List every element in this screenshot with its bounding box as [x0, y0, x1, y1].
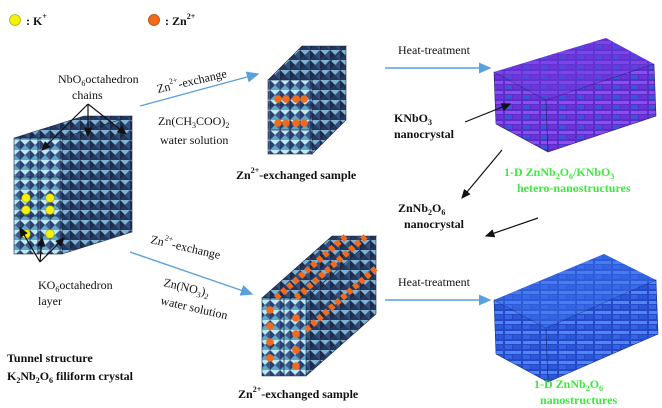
knbo3-pointer-arrow — [464, 103, 512, 123]
hetero-label-line2: hetero-nanostructures — [517, 181, 631, 195]
top-exchange-label-1: Zn2+-exchange — [155, 64, 228, 96]
top-exchanged-label: Zn2+-exchanged sample — [236, 166, 357, 182]
ko6-label-line2: layer — [38, 294, 62, 308]
znnb2o6-label-line1: ZnNb2O6 — [398, 201, 445, 217]
znnb2o6-pointer-arrow-up — [461, 149, 503, 199]
bottom-exchanged-crystal — [261, 233, 378, 377]
tunnel-caption-line1: Tunnel structure — [7, 351, 93, 365]
znnb2o6-nanostructure-rod — [493, 254, 659, 383]
znnb2o6-pointer-arrow-down — [484, 217, 539, 238]
top-exchange-label-2: Zn(CH3COO)2 — [158, 114, 229, 130]
bottom-exchanged-label: Zn2+-exchanged sample — [238, 385, 359, 401]
legend-zn-label: : Zn2+ — [165, 12, 196, 28]
bottom-heat-treatment-label: Heat-treatment — [398, 275, 471, 289]
nbo6-pointer-arrows — [41, 103, 127, 151]
bottom-exchange-arrow — [129, 251, 254, 296]
nbo6-label-line2: chains — [72, 88, 103, 102]
nano-label-line2: nanostructures — [540, 393, 617, 407]
top-exchange-label-3: water solution — [160, 133, 228, 147]
top-exchanged-crystal — [267, 45, 347, 155]
tunnel-caption-line2: K2Nb2O6 filiform crystal — [7, 369, 134, 385]
hetero-nanostructure-rod — [493, 38, 657, 153]
hetero-label-line1: 1-D ZnNb2O6/KNbO3 — [504, 165, 614, 181]
tunnel-crystal — [13, 115, 133, 255]
top-heat-treatment-label: Heat-treatment — [398, 43, 471, 57]
legend-k-label: : K+ — [26, 12, 47, 28]
bottom-exchange-label-1: Zn2+-exchange — [149, 230, 222, 262]
znnb2o6-label-line2: nanocrystal — [404, 217, 465, 231]
top-exchange-arrow — [139, 71, 260, 107]
knbo3-label-line2: nanocrystal — [394, 127, 455, 141]
bottom-exchange-label-3: water solution — [159, 293, 229, 322]
zn-ion-legend-icon — [148, 14, 160, 26]
ko6-pointer-arrows — [19, 226, 65, 263]
ko6-label-line1: KO6octahedron — [38, 278, 113, 294]
nbo6-label-line1: NbO6octahedron — [58, 72, 139, 88]
nano-label-line1: 1-D ZnNb2O6 — [534, 377, 603, 393]
k-ion-legend-icon — [9, 14, 21, 26]
knbo3-label-line1: KNbO3 — [394, 111, 432, 127]
